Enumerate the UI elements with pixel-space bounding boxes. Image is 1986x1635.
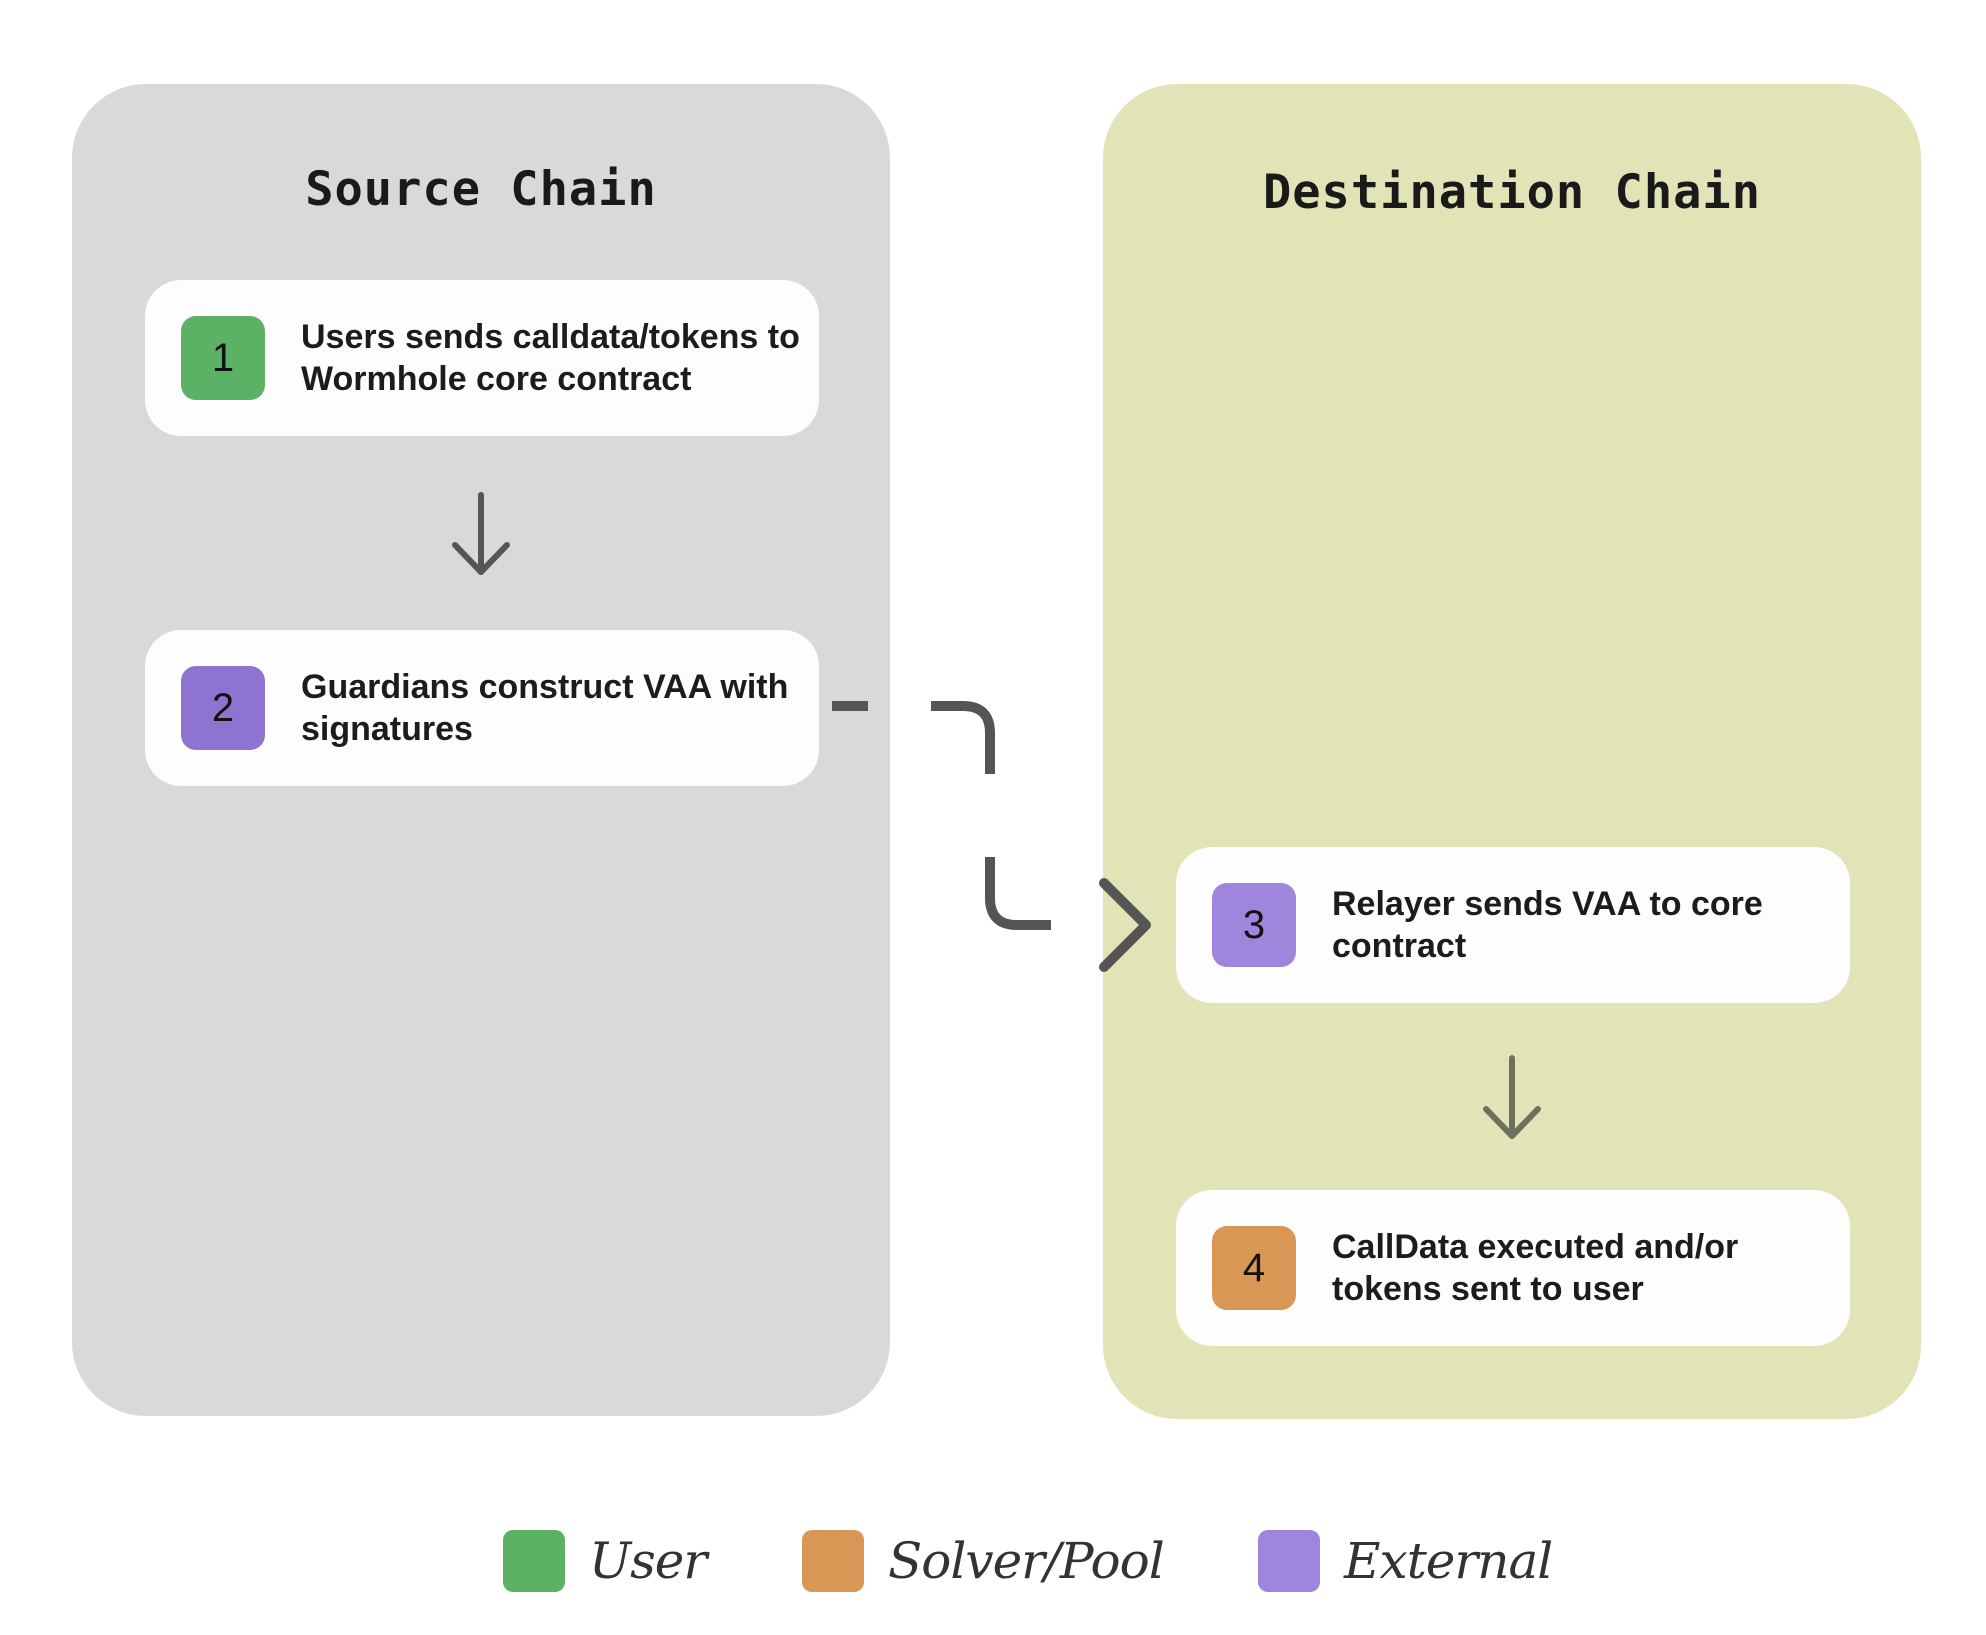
step-text-3: Relayer sends VAA to core contract <box>1332 885 1763 965</box>
legend-label-user: User <box>589 1532 707 1590</box>
arrow-down-destination <box>1483 1055 1541 1139</box>
legend-swatch-external <box>1258 1530 1320 1592</box>
destination-chain-panel: Destination Chain 3 Relayer sends VAA to… <box>1103 84 1921 1419</box>
source-chain-panel: Source Chain 1 Users sends calldata/toke… <box>72 84 890 1416</box>
step-badge-1: 1 <box>181 316 265 400</box>
step-card-4: 4 CallData executed and/or tokens sent t… <box>1176 1190 1850 1346</box>
arrow-head-to-step-3 <box>1099 878 1151 972</box>
cross-chain-connector <box>832 701 1051 930</box>
step-badge-4: 4 <box>1212 1226 1296 1310</box>
step-card-3: 3 Relayer sends VAA to core contract <box>1176 847 1850 1003</box>
step-text-1: Users sends calldata/tokens to Wormhole … <box>301 318 800 398</box>
step-text-4: CallData executed and/or tokens sent to … <box>1332 1228 1739 1308</box>
legend-swatch-solver-pool <box>802 1530 864 1592</box>
step-card-1: 1 Users sends calldata/tokens to Wormhol… <box>145 280 819 436</box>
step-card-2: 2 Guardians construct VAA with signature… <box>145 630 819 786</box>
step-badge-3: 3 <box>1212 883 1296 967</box>
legend-label-solver-pool: Solver/Pool <box>888 1532 1165 1590</box>
step-text-2: Guardians construct VAA with signatures <box>301 668 789 748</box>
legend-label-external: External <box>1344 1532 1553 1590</box>
legend-swatch-user <box>503 1530 565 1592</box>
source-chain-title: Source Chain <box>305 162 657 217</box>
step-badge-2: 2 <box>181 666 265 750</box>
destination-chain-title: Destination Chain <box>1262 165 1762 220</box>
arrow-down-source <box>452 492 510 575</box>
